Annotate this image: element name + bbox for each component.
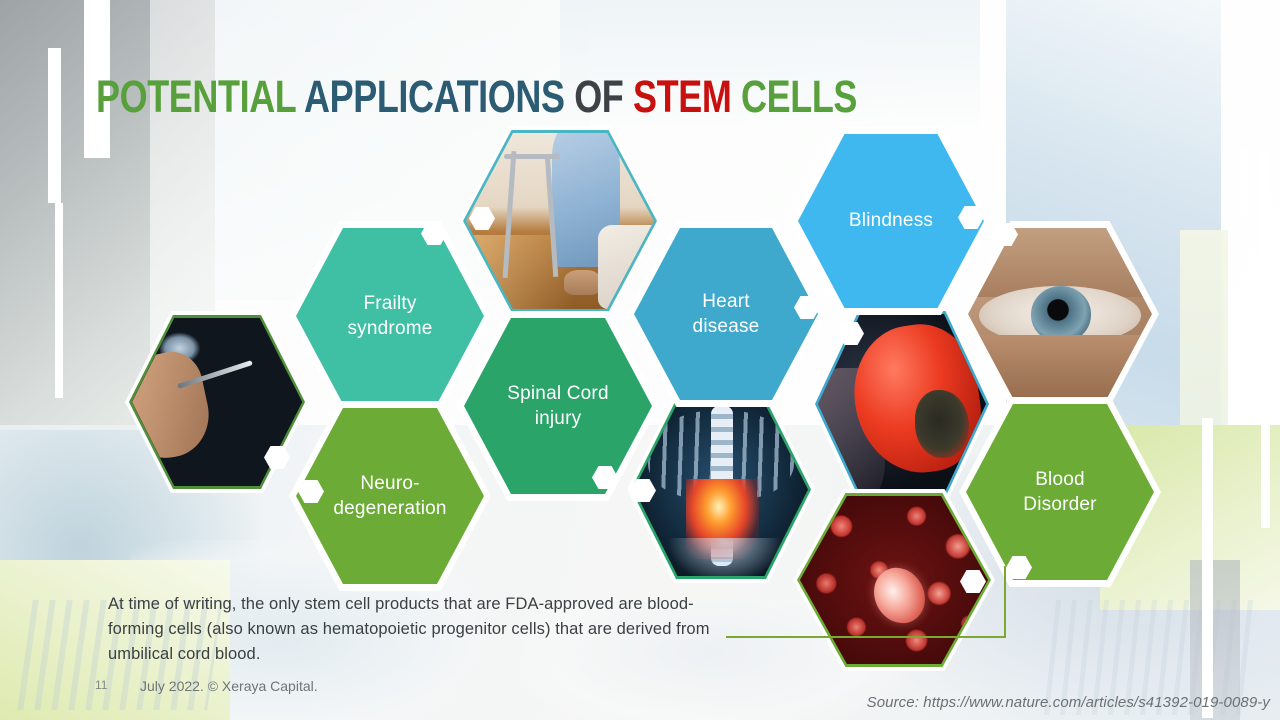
title-segment-1 <box>296 71 304 122</box>
title-segment-6: STEM <box>633 71 732 122</box>
hex-label-line2: injury <box>534 408 582 429</box>
hex-label-heart-disease: Heart disease <box>683 289 770 339</box>
hex-nub-blindness <box>958 206 984 229</box>
footer-credit: July 2022. © Xeraya Capital. <box>140 678 318 694</box>
hex-nub-brain <box>264 446 290 469</box>
body-text: At time of writing, the only stem cell p… <box>108 595 710 664</box>
page-number: 11 <box>95 678 108 692</box>
hex-label-line2: degeneration <box>333 498 447 519</box>
background-band-grey-right <box>1190 560 1240 720</box>
hex-label-spinal-cord-injury: Spinal Cord injury <box>497 381 618 431</box>
hex-label-blindness: Blindness <box>839 208 943 233</box>
spine-xray-image <box>634 403 808 576</box>
hex-nub-heart <box>794 296 820 319</box>
title-segment-7 <box>731 71 741 122</box>
title-segment-4: OF <box>574 71 624 122</box>
hex-label-line1: Spinal Cord <box>507 382 609 404</box>
hex-neuro-degeneration[interactable]: Neuro- degeneration <box>289 401 491 591</box>
title-segment-0: POTENTIAL <box>96 71 296 122</box>
hex-label-line2: syndrome <box>347 318 433 339</box>
hex-nub-organ <box>838 322 864 345</box>
decor-bar-left-3 <box>55 203 63 398</box>
title-segment-5 <box>623 71 633 122</box>
hex-nub-blood-disorder <box>1006 556 1032 579</box>
hex-label-line1: Blindness <box>848 210 934 232</box>
title-segment-3 <box>565 71 575 122</box>
hex-frailty-syndrome[interactable]: Frailty syndrome <box>289 221 491 411</box>
connector-line-vertical <box>1004 566 1006 637</box>
source-citation: Source: https://www.nature.com/articles/… <box>866 694 1270 711</box>
background-block-pale-strip <box>1180 230 1228 426</box>
decor-bar-right-1 <box>1240 150 1248 215</box>
photo-hex-elderly-walker <box>459 126 661 316</box>
hex-nub-walker <box>469 207 495 230</box>
hex-label-line2: Disorder <box>1023 494 1097 515</box>
decor-bar-right-2 <box>1261 150 1270 528</box>
hex-blindness[interactable]: Blindness <box>791 127 991 315</box>
decor-bar-left-1 <box>48 48 61 203</box>
title-segment-2: APPLICATIONS <box>304 71 565 122</box>
photo-hex-brain-mri-scan <box>125 311 309 493</box>
hex-label-neuro-degeneration: Neuro- degeneration <box>323 471 456 521</box>
photo-hex-spine-xray <box>627 396 815 583</box>
page-title: POTENTIAL APPLICATIONS OF STEM CELLS <box>96 74 857 119</box>
hex-blood-disorder[interactable]: Blood Disorder <box>959 397 1161 587</box>
photo-hex-red-blood-cells <box>793 489 995 671</box>
hex-spinal-cord-injury[interactable]: Spinal Cord injury <box>457 311 659 501</box>
background-block-soft-top <box>560 0 980 130</box>
hex-label-blood-disorder: Blood Disorder <box>1013 467 1106 517</box>
hex-heart-disease[interactable]: Heart disease <box>627 221 825 407</box>
hex-label-line1: Heart <box>702 290 750 312</box>
hex-nub-eye <box>992 223 1018 246</box>
hex-label-line2: disease <box>692 316 760 337</box>
hex-nub-neuro <box>298 480 324 503</box>
title-segment-8: CELLS <box>741 71 858 122</box>
hex-label-frailty-syndrome: Frailty syndrome <box>337 291 442 341</box>
hex-nub-spine <box>630 479 656 502</box>
hex-label-line1: Blood <box>1035 468 1085 490</box>
hex-nub-frailty <box>421 222 447 245</box>
decor-bar-right-3 <box>1202 418 1213 718</box>
background-block-bottom-green <box>0 560 230 720</box>
decor-bar-left-2 <box>84 0 110 158</box>
photo-hex-human-eye <box>961 221 1159 407</box>
connector-line-horizontal <box>726 636 1006 638</box>
hex-nub-blood <box>960 570 986 593</box>
hex-label-line1: Neuro- <box>360 472 420 494</box>
hex-label-line1: Frailty <box>363 292 417 314</box>
photo-hex-diseased-organ <box>811 307 993 501</box>
hex-nub-spinal <box>592 466 618 489</box>
